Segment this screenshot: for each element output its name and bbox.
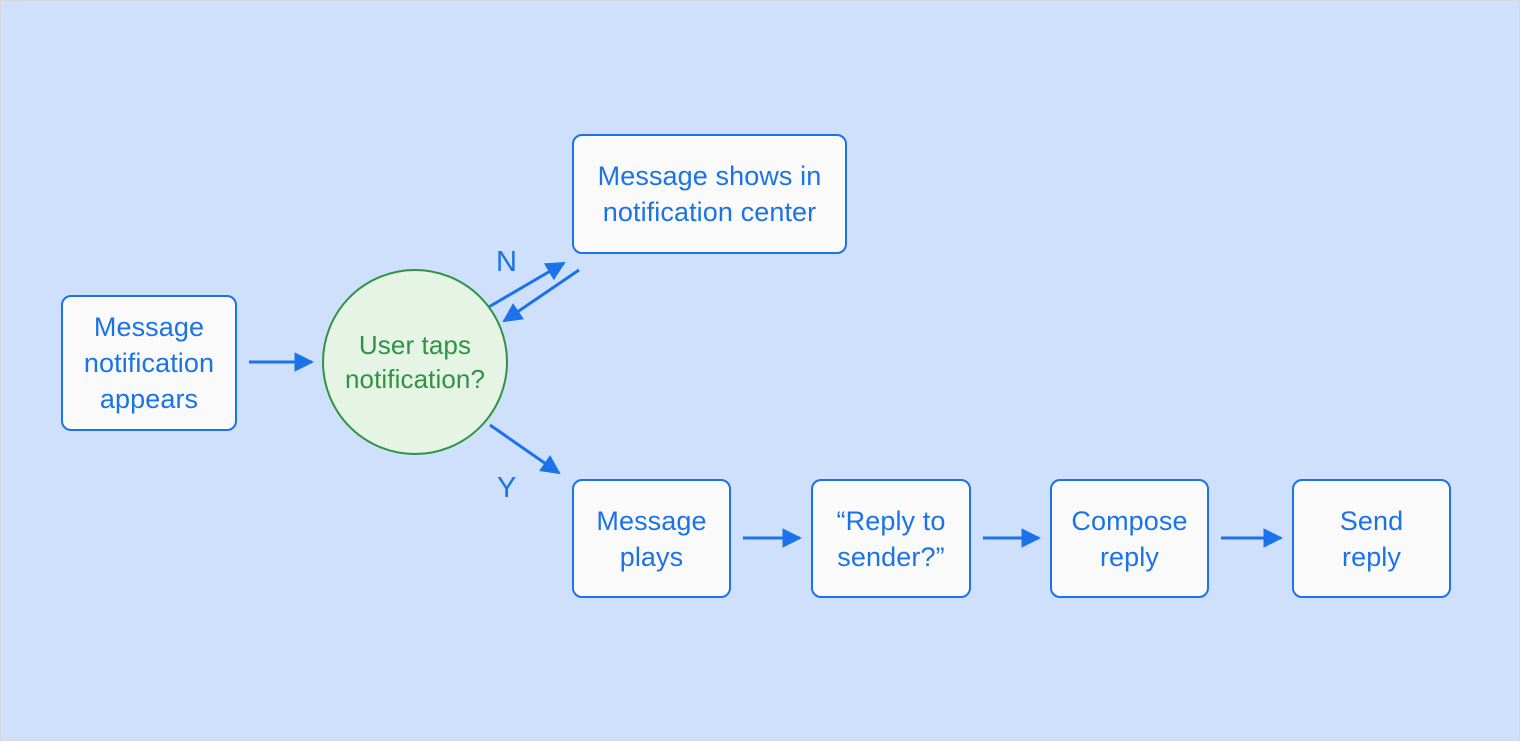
node-label: User taps notification? (344, 330, 486, 394)
node-label: Message plays (596, 505, 707, 572)
node-label: Send reply (1339, 505, 1404, 572)
edge-decision-to-message-plays (489, 423, 561, 475)
edge-label-no: N (496, 246, 517, 278)
node-message-plays[interactable]: Message plays (572, 479, 731, 598)
node-message-shows-in-notification-center[interactable]: Message shows in notification center (572, 134, 847, 254)
node-label: Compose reply (1071, 505, 1188, 572)
node-label: Message notification appears (83, 312, 215, 414)
node-message-notification-appears[interactable]: Message notification appears (61, 295, 237, 431)
node-user-taps-notification[interactable]: User taps notification? (322, 269, 508, 455)
edge-label-yes: Y (497, 472, 517, 504)
node-label: “Reply to sender?” (836, 505, 946, 572)
node-send-reply[interactable]: Send reply (1292, 479, 1451, 598)
node-reply-to-sender[interactable]: “Reply to sender?” (811, 479, 971, 598)
node-label: Message shows in notification center (597, 161, 822, 227)
node-compose-reply[interactable]: Compose reply (1050, 479, 1209, 598)
